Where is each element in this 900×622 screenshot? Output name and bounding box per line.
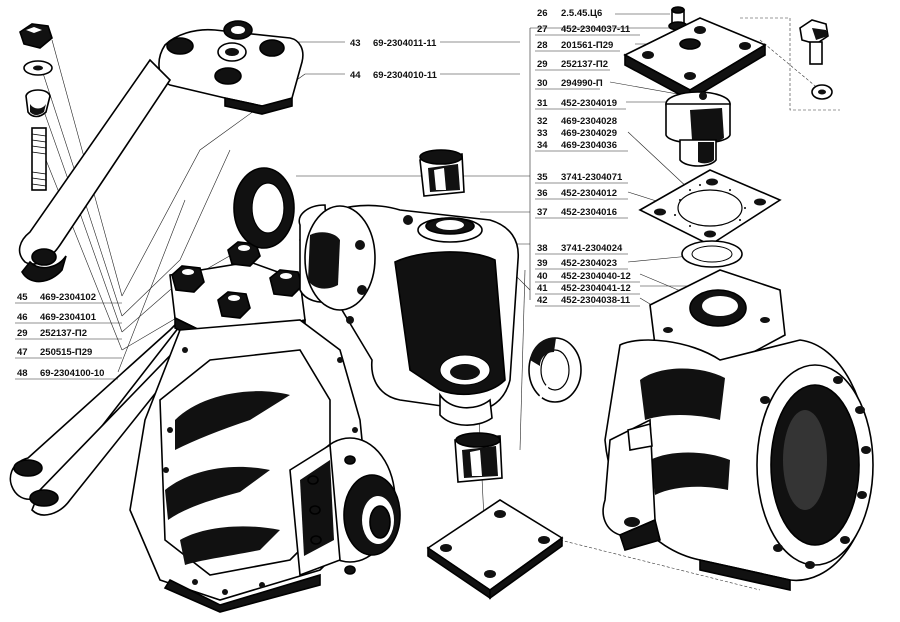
callout-32-num: 32	[537, 116, 548, 127]
callout-29-left-code: 252137-П2	[40, 328, 87, 339]
callout-27-code: 452-2304037-11	[561, 24, 631, 35]
callout-45-num: 45	[17, 292, 28, 303]
callout-31-num: 31	[537, 98, 548, 109]
bushing-upper	[419, 149, 465, 197]
callout-45-code: 469-2304102	[40, 292, 96, 303]
callout-30-num: 30	[537, 78, 548, 89]
knuckle-housing-center	[298, 204, 519, 426]
callout-48-num: 48	[17, 368, 28, 379]
callout-42-code: 452-2304038-11	[561, 295, 631, 306]
lower-cover-plate	[426, 499, 564, 600]
callout-30-code: 294990-П	[561, 78, 603, 89]
callout-44-num: 44	[350, 70, 361, 81]
split-thrust-washer	[528, 337, 582, 403]
callout-33-code: 469-2304029	[561, 128, 617, 139]
callout-35-num: 35	[537, 172, 548, 183]
callout-34-code: 469-2304036	[561, 140, 617, 151]
callout-34-num: 34	[537, 140, 548, 151]
callout-33-num: 33	[537, 128, 548, 139]
callout-36-code: 452-2304012	[561, 188, 617, 199]
callout-28-num: 28	[537, 40, 548, 51]
callout-36-num: 36	[537, 188, 548, 199]
callout-46-num: 46	[17, 312, 28, 323]
callout-40-num: 40	[537, 271, 548, 282]
callout-26-code: 2.5.45.Ц6	[561, 8, 602, 19]
callout-42-num: 42	[537, 295, 548, 306]
callout-37-num: 37	[537, 207, 548, 218]
callout-41-num: 41	[537, 283, 548, 294]
steering-arm-upper	[18, 20, 304, 283]
knuckle-housing-right	[602, 269, 874, 591]
oil-seal-ring	[233, 167, 295, 249]
callout-47-code: 250515-П29	[40, 347, 92, 358]
callout-27-num: 27	[537, 24, 548, 35]
bushing-lower	[454, 432, 503, 483]
callout-32-code: 469-2304028	[561, 116, 617, 127]
callout-43-num: 43	[350, 38, 361, 49]
fasteners-left	[19, 23, 53, 191]
callout-41-code: 452-2304041-12	[561, 283, 631, 294]
callout-29-right-num: 29	[537, 59, 548, 70]
callout-29-left-num: 29	[17, 328, 28, 339]
callout-39-num: 39	[537, 258, 548, 269]
callout-29-right-code: 252137-П2	[561, 59, 608, 70]
callout-39-code: 452-2304023	[561, 258, 617, 269]
callout-43-code: 69-2304011-11	[373, 38, 437, 49]
callout-31-code: 452-2304019	[561, 98, 617, 109]
steering-knuckle-left	[9, 241, 401, 613]
part-callouts: 26 2.5.45.Ц6 27 452-2304037-11 28 201561…	[17, 8, 631, 379]
callout-46-code: 469-2304101	[40, 312, 97, 323]
callout-28-code: 201561-П29	[561, 40, 613, 51]
callout-44-code: 69-2304010-11	[373, 70, 438, 81]
callout-35-code: 3741-2304071	[561, 172, 623, 183]
callout-38-num: 38	[537, 243, 548, 254]
callout-47-num: 47	[17, 347, 28, 358]
callout-38-code: 3741-2304024	[561, 243, 623, 254]
callout-37-code: 452-2304016	[561, 207, 617, 218]
callout-26-num: 26	[537, 8, 548, 19]
pivot-cap-assembly	[623, 6, 833, 268]
callout-rules	[15, 34, 640, 380]
callout-48-code: 69-2304100-10	[40, 368, 104, 379]
callout-40-code: 452-2304040-12	[561, 271, 631, 282]
